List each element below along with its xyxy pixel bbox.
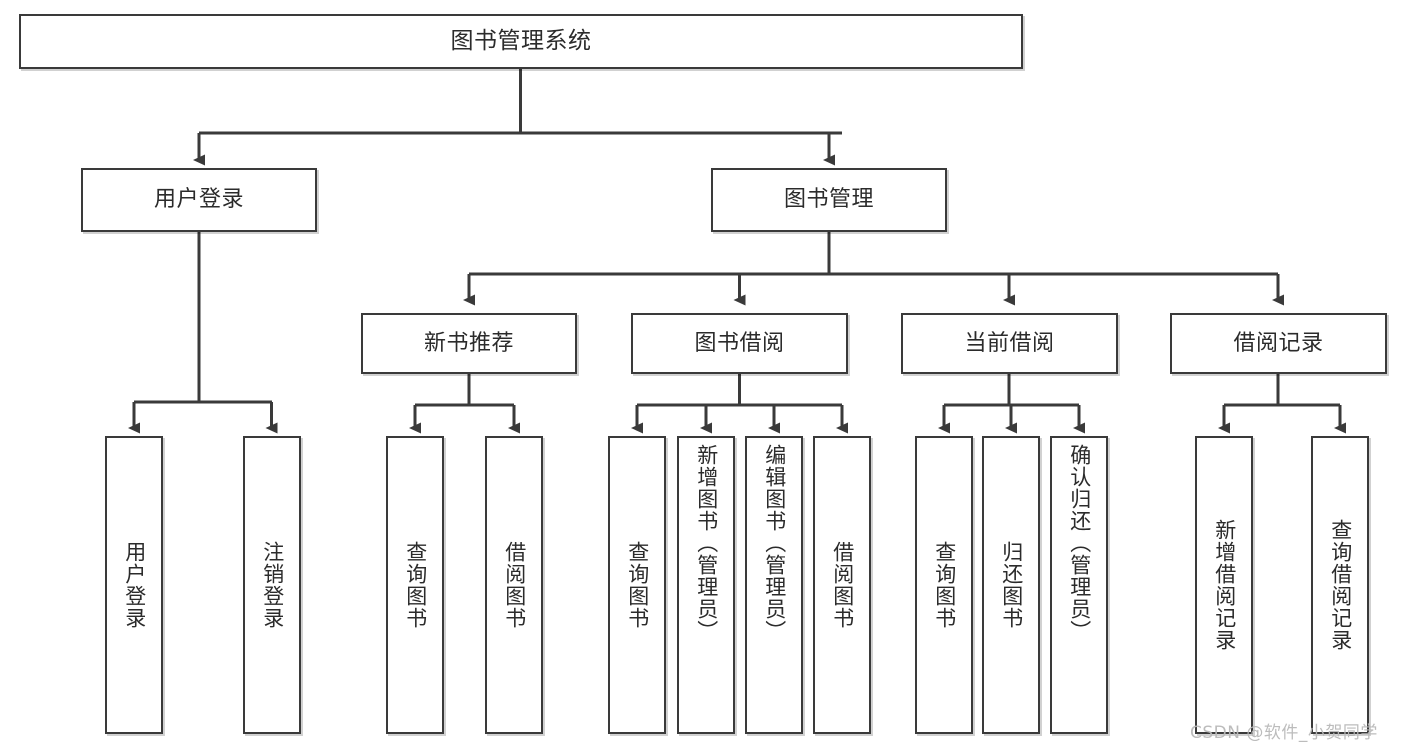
node-leaf-return-book-label: 归还图书 bbox=[999, 541, 1024, 629]
node-leaf-user-login[interactable]: 用户登录 bbox=[105, 436, 163, 734]
node-leaf-logout-login-label: 注销登录 bbox=[260, 541, 285, 629]
node-leaf-confirm-return[interactable]: 确认归还（管理员） bbox=[1050, 436, 1108, 734]
node-book-borrow[interactable]: 图书借阅 bbox=[631, 313, 848, 374]
node-leaf-logout-login[interactable]: 注销登录 bbox=[243, 436, 301, 734]
node-leaf-borrow-book-2[interactable]: 借阅图书 bbox=[813, 436, 871, 734]
node-current-borrow-label: 当前借阅 bbox=[964, 330, 1055, 356]
node-new-book-recommend[interactable]: 新书推荐 bbox=[361, 313, 577, 374]
node-leaf-query-book-3-label: 查询图书 bbox=[932, 541, 957, 629]
node-leaf-add-record-label: 新增借阅记录 bbox=[1212, 519, 1237, 651]
node-leaf-borrow-book-2-label: 借阅图书 bbox=[830, 541, 855, 629]
node-leaf-query-book-2-label: 查询图书 bbox=[625, 541, 650, 629]
node-leaf-edit-book[interactable]: 编辑图书（管理员） bbox=[745, 436, 803, 734]
node-leaf-query-book-1[interactable]: 查询图书 bbox=[386, 436, 444, 734]
node-user-login[interactable]: 用户登录 bbox=[81, 168, 317, 232]
node-borrow-record[interactable]: 借阅记录 bbox=[1170, 313, 1387, 374]
node-leaf-confirm-return-label: 确认归还（管理员） bbox=[1067, 444, 1092, 642]
node-current-borrow[interactable]: 当前借阅 bbox=[901, 313, 1118, 374]
node-user-login-label: 用户登录 bbox=[153, 187, 244, 213]
node-leaf-borrow-book-1-label: 借阅图书 bbox=[502, 541, 527, 629]
node-leaf-add-book[interactable]: 新增图书（管理员） bbox=[677, 436, 735, 734]
node-leaf-return-book[interactable]: 归还图书 bbox=[982, 436, 1040, 734]
node-leaf-query-book-1-label: 查询图书 bbox=[403, 541, 428, 629]
node-book-manage[interactable]: 图书管理 bbox=[711, 168, 947, 232]
node-root-label: 图书管理系统 bbox=[450, 28, 592, 55]
node-leaf-edit-book-label: 编辑图书（管理员） bbox=[762, 444, 787, 642]
node-borrow-record-label: 借阅记录 bbox=[1233, 330, 1324, 356]
node-leaf-borrow-book-1[interactable]: 借阅图书 bbox=[485, 436, 543, 734]
node-root[interactable]: 图书管理系统 bbox=[19, 14, 1023, 69]
node-leaf-query-record-label: 查询借阅记录 bbox=[1328, 519, 1353, 651]
node-leaf-add-record[interactable]: 新增借阅记录 bbox=[1195, 436, 1253, 734]
node-leaf-query-book-3[interactable]: 查询图书 bbox=[915, 436, 973, 734]
csdn-watermark: CSDN @软件_小贺同学 bbox=[1190, 723, 1378, 743]
node-leaf-query-record[interactable]: 查询借阅记录 bbox=[1311, 436, 1369, 734]
node-leaf-query-book-2[interactable]: 查询图书 bbox=[608, 436, 666, 734]
node-leaf-add-book-label: 新增图书（管理员） bbox=[694, 444, 719, 642]
node-leaf-user-login-label: 用户登录 bbox=[122, 541, 147, 629]
node-book-manage-label: 图书管理 bbox=[783, 187, 874, 213]
node-new-book-recommend-label: 新书推荐 bbox=[423, 330, 514, 356]
node-book-borrow-label: 图书借阅 bbox=[694, 330, 785, 356]
